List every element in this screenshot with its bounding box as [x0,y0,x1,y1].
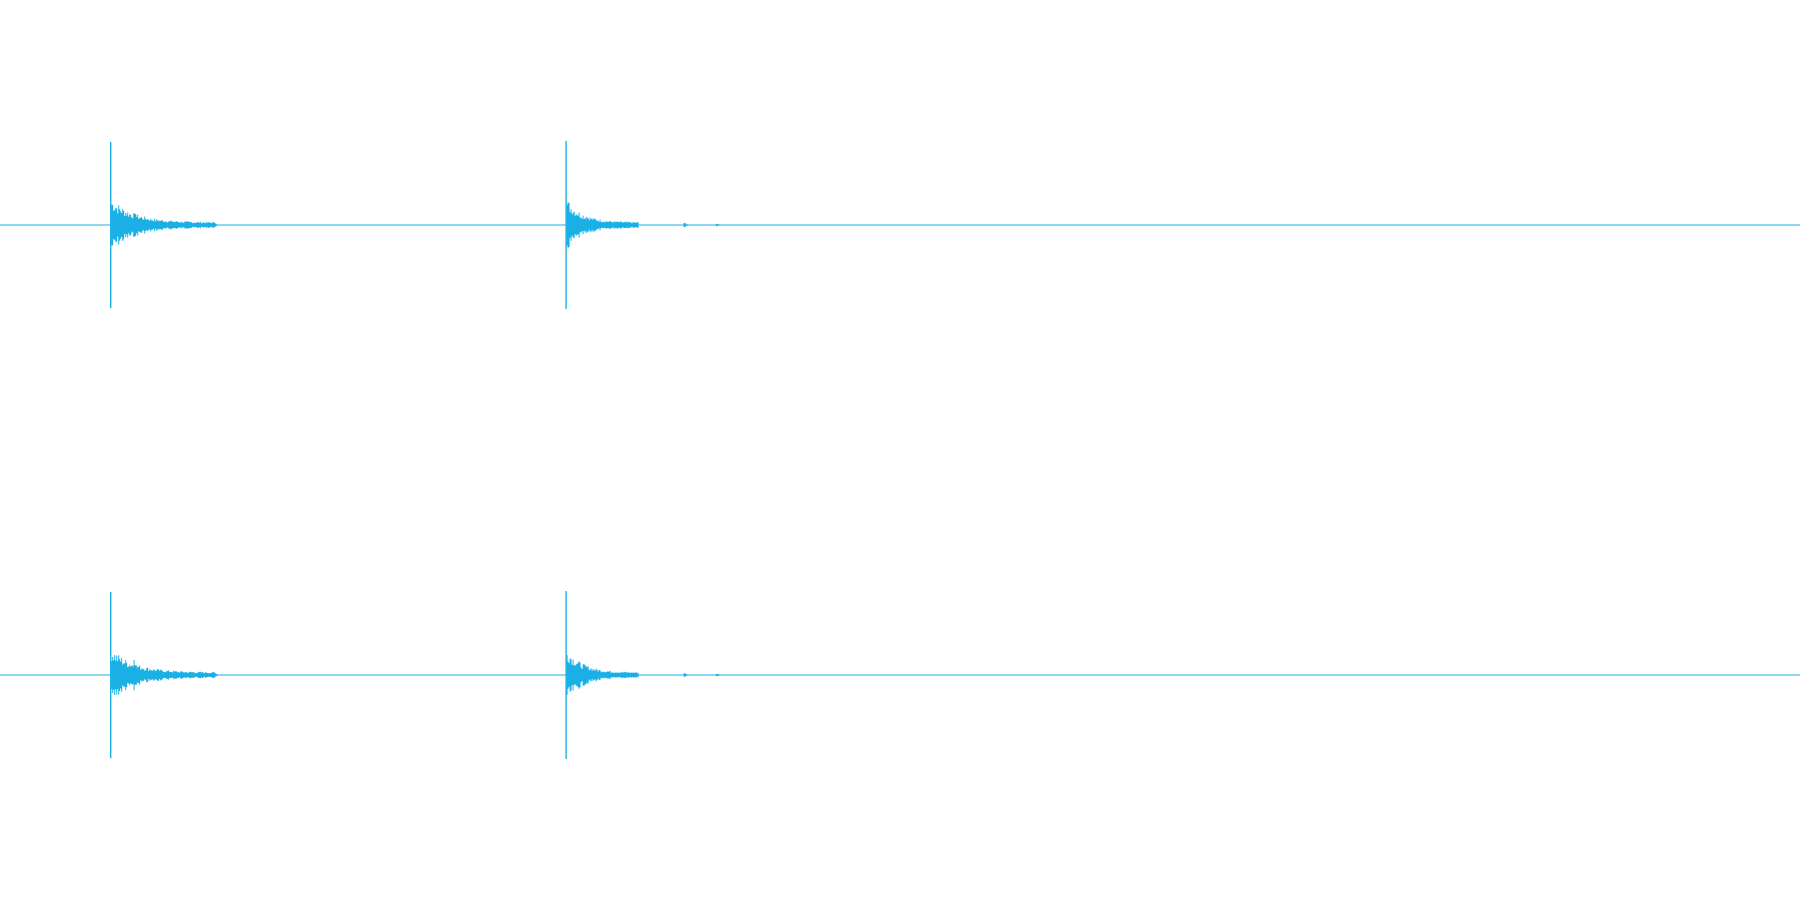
minor-burst-3 [715,223,721,227]
minor-burst-1 [586,216,592,234]
channel-1-transient-1 [109,141,219,309]
channel-1-waveform [0,141,1800,309]
transient-decay [111,204,216,246]
minor-burst-3 [715,673,721,677]
minor-burst-1 [586,667,592,683]
minor-burst-2 [213,223,219,227]
minor-burst-1 [133,213,139,237]
transient-decay [111,655,216,695]
transient-decay [566,202,639,248]
minor-burst-2 [683,673,689,677]
transient-decay [566,655,639,695]
channel-2-waveform [0,591,1800,759]
minor-burst-2 [213,673,219,677]
channel-2-transient-1 [109,591,219,759]
channel-1-transient-2 [565,141,721,309]
minor-burst-1 [133,659,139,691]
channel-2-transient-2 [565,591,721,759]
minor-burst-2 [683,222,689,228]
